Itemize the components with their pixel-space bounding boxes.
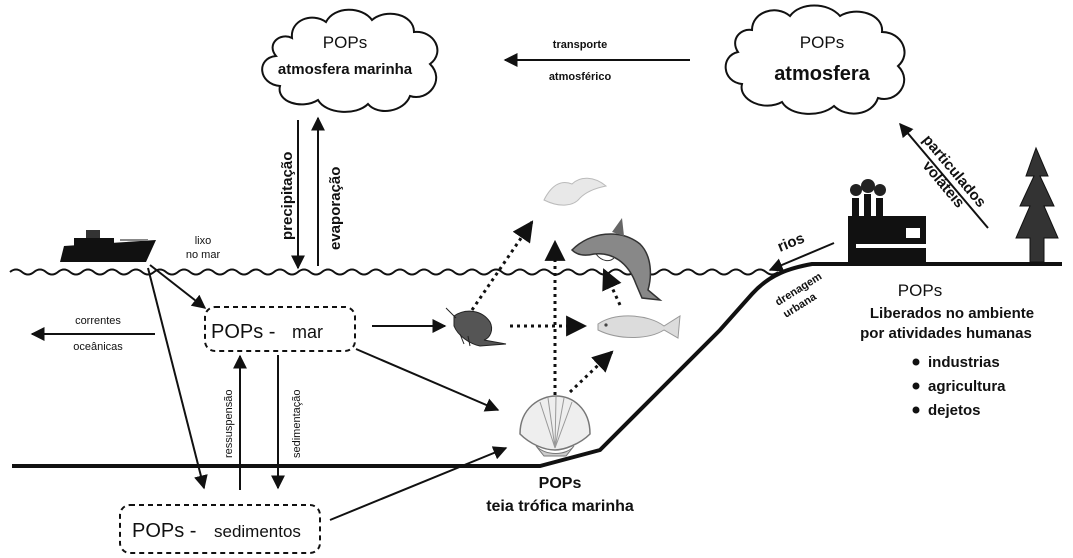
- sediment-to-shell-arrow: [330, 448, 506, 520]
- evaporation-label: evaporação: [327, 167, 344, 250]
- precipitation-label: precipitação: [279, 152, 296, 240]
- trash-label-1: lixo: [195, 235, 212, 247]
- ship-icon: [60, 230, 156, 262]
- bullet-icon: [913, 359, 920, 366]
- factory-icon: [848, 179, 926, 262]
- currents-label-1: correntes: [75, 315, 121, 327]
- shrimp-to-bird-arrow: [472, 222, 532, 310]
- bullet-icon: [913, 407, 920, 414]
- human-item-1: industrias: [928, 354, 1000, 371]
- trash-label-2: no mar: [186, 249, 221, 261]
- human-line-1: Liberados no ambiente: [870, 305, 1034, 322]
- tree-icon: [1016, 148, 1058, 262]
- shell-icon: [520, 396, 590, 456]
- transport-label-1: transporte: [553, 39, 607, 51]
- sea-to-shell-arrow: [356, 349, 498, 410]
- land-cloud-title: POPs: [800, 33, 844, 52]
- human-activity-list: industrias agricultura dejetos: [913, 354, 1007, 419]
- land-cloud-subtitle: atmosfera: [774, 63, 870, 85]
- sedimentation-label: sedimentação: [291, 390, 303, 459]
- human-item-3: dejetos: [928, 402, 981, 419]
- human-line-2: por atividades humanas: [860, 325, 1032, 342]
- sediment-box-prefix: POPs -: [132, 520, 196, 542]
- human-item-2: agricultura: [928, 378, 1006, 395]
- currents-label-2: oceânicas: [73, 341, 123, 353]
- marine-cloud-subtitle: atmosfera marinha: [278, 61, 413, 78]
- shell-to-fish-arrow: [570, 352, 612, 392]
- food-web-title: POPs: [539, 475, 582, 492]
- rivers-label: rios: [775, 230, 807, 256]
- fish-icon: [598, 316, 680, 338]
- resuspension-label: ressuspensão: [223, 390, 235, 459]
- marine-cloud-title: POPs: [323, 33, 367, 52]
- shrimp-icon: [446, 308, 506, 346]
- sea-surface-waves: [10, 270, 778, 275]
- human-pops-title: POPs: [898, 281, 942, 300]
- dolphin-icon: [572, 218, 660, 300]
- sediment-box-label: sedimentos: [214, 522, 301, 541]
- food-web-subtitle: teia trófica marinha: [486, 498, 634, 515]
- seagull-icon: [544, 178, 606, 205]
- land-atmosphere-cloud: [726, 6, 905, 114]
- sea-box-prefix: POPs -: [211, 321, 275, 343]
- sea-box-label: mar: [292, 322, 323, 342]
- bullet-icon: [913, 383, 920, 390]
- transport-label-2: atmosférico: [549, 71, 612, 83]
- fish-to-dolphin-arrow: [604, 270, 620, 305]
